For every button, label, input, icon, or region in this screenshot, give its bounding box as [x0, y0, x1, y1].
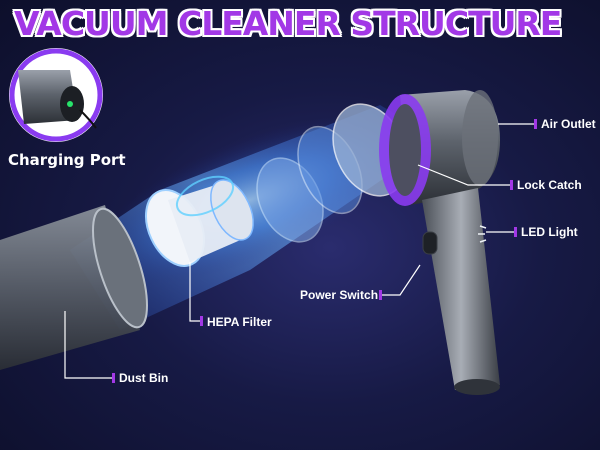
- power-switch-part: [422, 231, 438, 255]
- hepa-filter-label: HEPA Filter: [207, 315, 272, 329]
- handle-part: [422, 188, 500, 395]
- air-outlet-label: Air Outlet: [541, 117, 596, 131]
- dust-bin-part: [0, 205, 148, 370]
- charging-port-inset: [9, 48, 103, 142]
- page-title: VACUUM CLEANER STRUCTURE: [14, 4, 562, 43]
- led-light-part: [478, 225, 487, 243]
- callout-markers: [112, 119, 537, 383]
- power-switch-label: Power Switch: [300, 288, 379, 302]
- callout-lines: [64, 123, 534, 379]
- lock-catch-label: Lock Catch: [517, 178, 582, 192]
- hepa-filter-part: [144, 175, 254, 267]
- charging-port-label: Charging Port: [8, 151, 126, 169]
- dust-bin-label: Dust Bin: [119, 371, 169, 385]
- main-body-part: [379, 90, 500, 206]
- led-light-label: LED Light: [521, 225, 578, 239]
